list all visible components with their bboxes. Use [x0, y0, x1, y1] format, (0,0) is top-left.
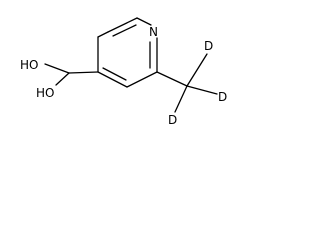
nitrogen-label: N [149, 25, 158, 39]
bond-c3-c4-inner [102, 67, 127, 81]
hydroxyl-top-label: HO [20, 58, 38, 72]
trideuteromethyl-group: D D D [156, 39, 227, 127]
deuterium-bottom-label: D [168, 113, 177, 127]
bond-b-oh-top [44, 63, 70, 74]
pyridine-ring [97, 17, 158, 88]
bond-c-d-bottom [174, 85, 188, 113]
bond-b-oh-bottom [55, 72, 70, 86]
bond-c-d-right [186, 85, 218, 95]
bond-c3-c4 [97, 71, 128, 88]
deuterium-top-label: D [204, 39, 213, 53]
boronic-acid-group: HO HO [20, 58, 99, 100]
bond-c-d-top [186, 53, 208, 87]
hydroxyl-bottom-label: HO [36, 86, 54, 100]
bond-c2-c3 [126, 71, 158, 88]
structure-diagram: HO HO N D D D [20, 17, 227, 127]
deuterium-right-label: D [218, 90, 227, 104]
bond-c5-c6-inner [112, 24, 137, 37]
bond-c6-n [136, 17, 152, 26]
bond-c2-cd3 [156, 71, 188, 87]
bond-c4-b [68, 71, 99, 74]
bond-c4-c5-join [97, 31, 109, 38]
bond-c5-c6 [107, 17, 138, 33]
